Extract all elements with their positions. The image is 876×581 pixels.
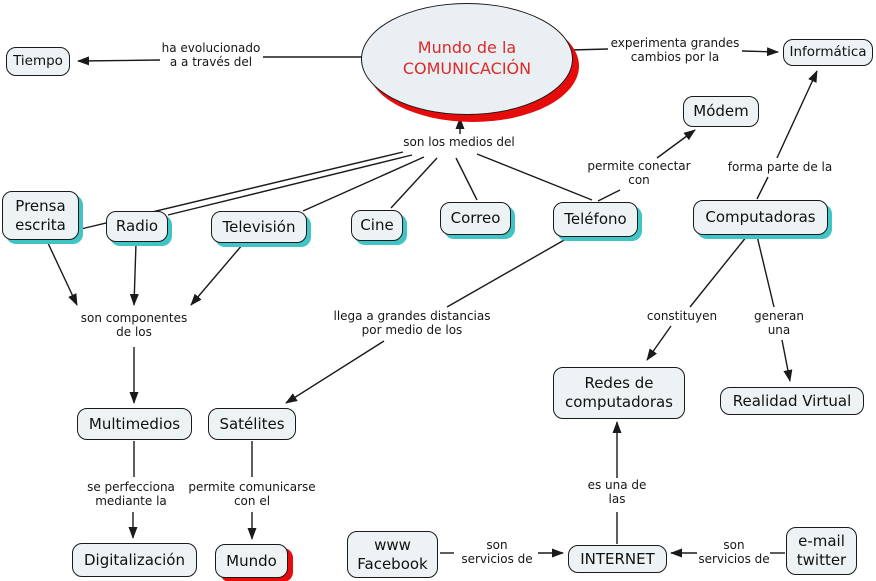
- node-redes-de-computadoras[interactable]: Redes de computadoras: [553, 367, 685, 419]
- connector-llega-to-satelites: [285, 340, 385, 404]
- connector-ellipse-to-experimenta: [570, 48, 609, 51]
- connector-medios-to-correo: [455, 157, 478, 201]
- link-label-ha-evolucionado[interactable]: ha evolucionado a a través del: [161, 41, 261, 69]
- connector-computadoras-to-constituyen: [689, 235, 748, 308]
- link-label-son-componentes[interactable]: son componentes de los: [80, 311, 188, 339]
- connector-prensa-to-componentes: [46, 240, 78, 306]
- node-modem[interactable]: Módem: [683, 96, 759, 127]
- node-telefono[interactable]: Teléfono: [553, 202, 638, 237]
- node-email-twitter[interactable]: e-mail twitter: [786, 527, 857, 575]
- link-label-son-los-medios[interactable]: son los medios del: [403, 135, 515, 149]
- link-label-generan-una[interactable]: generan una: [754, 309, 804, 337]
- link-label-experimenta[interactable]: experimenta grandes cambios por la: [610, 36, 740, 64]
- link-label-forma-parte[interactable]: forma parte de la: [727, 160, 833, 174]
- node-correo[interactable]: Correo: [440, 202, 511, 235]
- link-label-permite-comunicarse[interactable]: permite comunicarse con el: [188, 480, 316, 508]
- connector-medios-to-telefono: [476, 153, 593, 201]
- node-mundo[interactable]: Mundo: [215, 544, 288, 578]
- connector-medios-to-radio: [167, 154, 413, 216]
- link-label-constituyen[interactable]: constituyen: [646, 309, 718, 323]
- node-television[interactable]: Televisión: [211, 211, 307, 243]
- connector-constituyen-to-redes: [646, 325, 672, 361]
- connector-formaparte-to-informatica: [776, 70, 818, 159]
- node-prensa-escrita[interactable]: Prensa escrita: [2, 191, 79, 240]
- connector-medios-to-television: [302, 156, 425, 212]
- link-label-se-perfecciona[interactable]: se perfecciona mediante la: [87, 480, 175, 508]
- central-concept-ellipse[interactable]: Mundo de la COMUNICACIÓN: [361, 3, 573, 115]
- link-label-son-servicios-der[interactable]: son servicios de: [698, 538, 770, 566]
- connector-generan-to-realidad: [781, 339, 793, 382]
- connector-medios-to-cine: [390, 157, 438, 209]
- link-label-es-una-de-las[interactable]: es una de las: [587, 478, 647, 506]
- node-satelites[interactable]: Satélites: [208, 408, 296, 440]
- node-radio[interactable]: Radio: [106, 211, 168, 242]
- connector-radio-to-componentes: [129, 242, 139, 306]
- node-cine[interactable]: Cine: [351, 210, 403, 241]
- link-label-llega-grandes-distancias[interactable]: llega a grandes distancias por medio de …: [333, 309, 491, 337]
- node-digitalizacion[interactable]: Digitalización: [72, 543, 197, 577]
- node-tiempo[interactable]: Tiempo: [6, 47, 70, 76]
- connector-computadoras-to-formaparte: [756, 176, 769, 200]
- connector-telefono-to-llega: [446, 238, 567, 308]
- connector-television-to-componentes: [190, 243, 244, 306]
- connector-telefono-to-conectar: [597, 189, 621, 202]
- node-multimedios[interactable]: Multimedios: [77, 408, 192, 440]
- link-label-son-servicios-izq[interactable]: son servicios de: [461, 538, 533, 566]
- connector-computadoras-to-generan: [756, 235, 775, 308]
- connector-conectar-to-modem: [656, 129, 696, 159]
- node-www-facebook[interactable]: www Facebook: [347, 531, 438, 578]
- node-informatica[interactable]: Informática: [783, 39, 873, 66]
- link-label-permite-conectar[interactable]: permite conectar con: [587, 159, 691, 187]
- connector-evolucionado-to-tiempo: [77, 56, 161, 66]
- connector-experimenta-to-informatica: [741, 47, 779, 57]
- node-computadoras[interactable]: Computadoras: [693, 200, 828, 235]
- node-realidad-virtual[interactable]: Realidad Virtual: [720, 387, 864, 415]
- node-internet[interactable]: INTERNET: [568, 545, 667, 573]
